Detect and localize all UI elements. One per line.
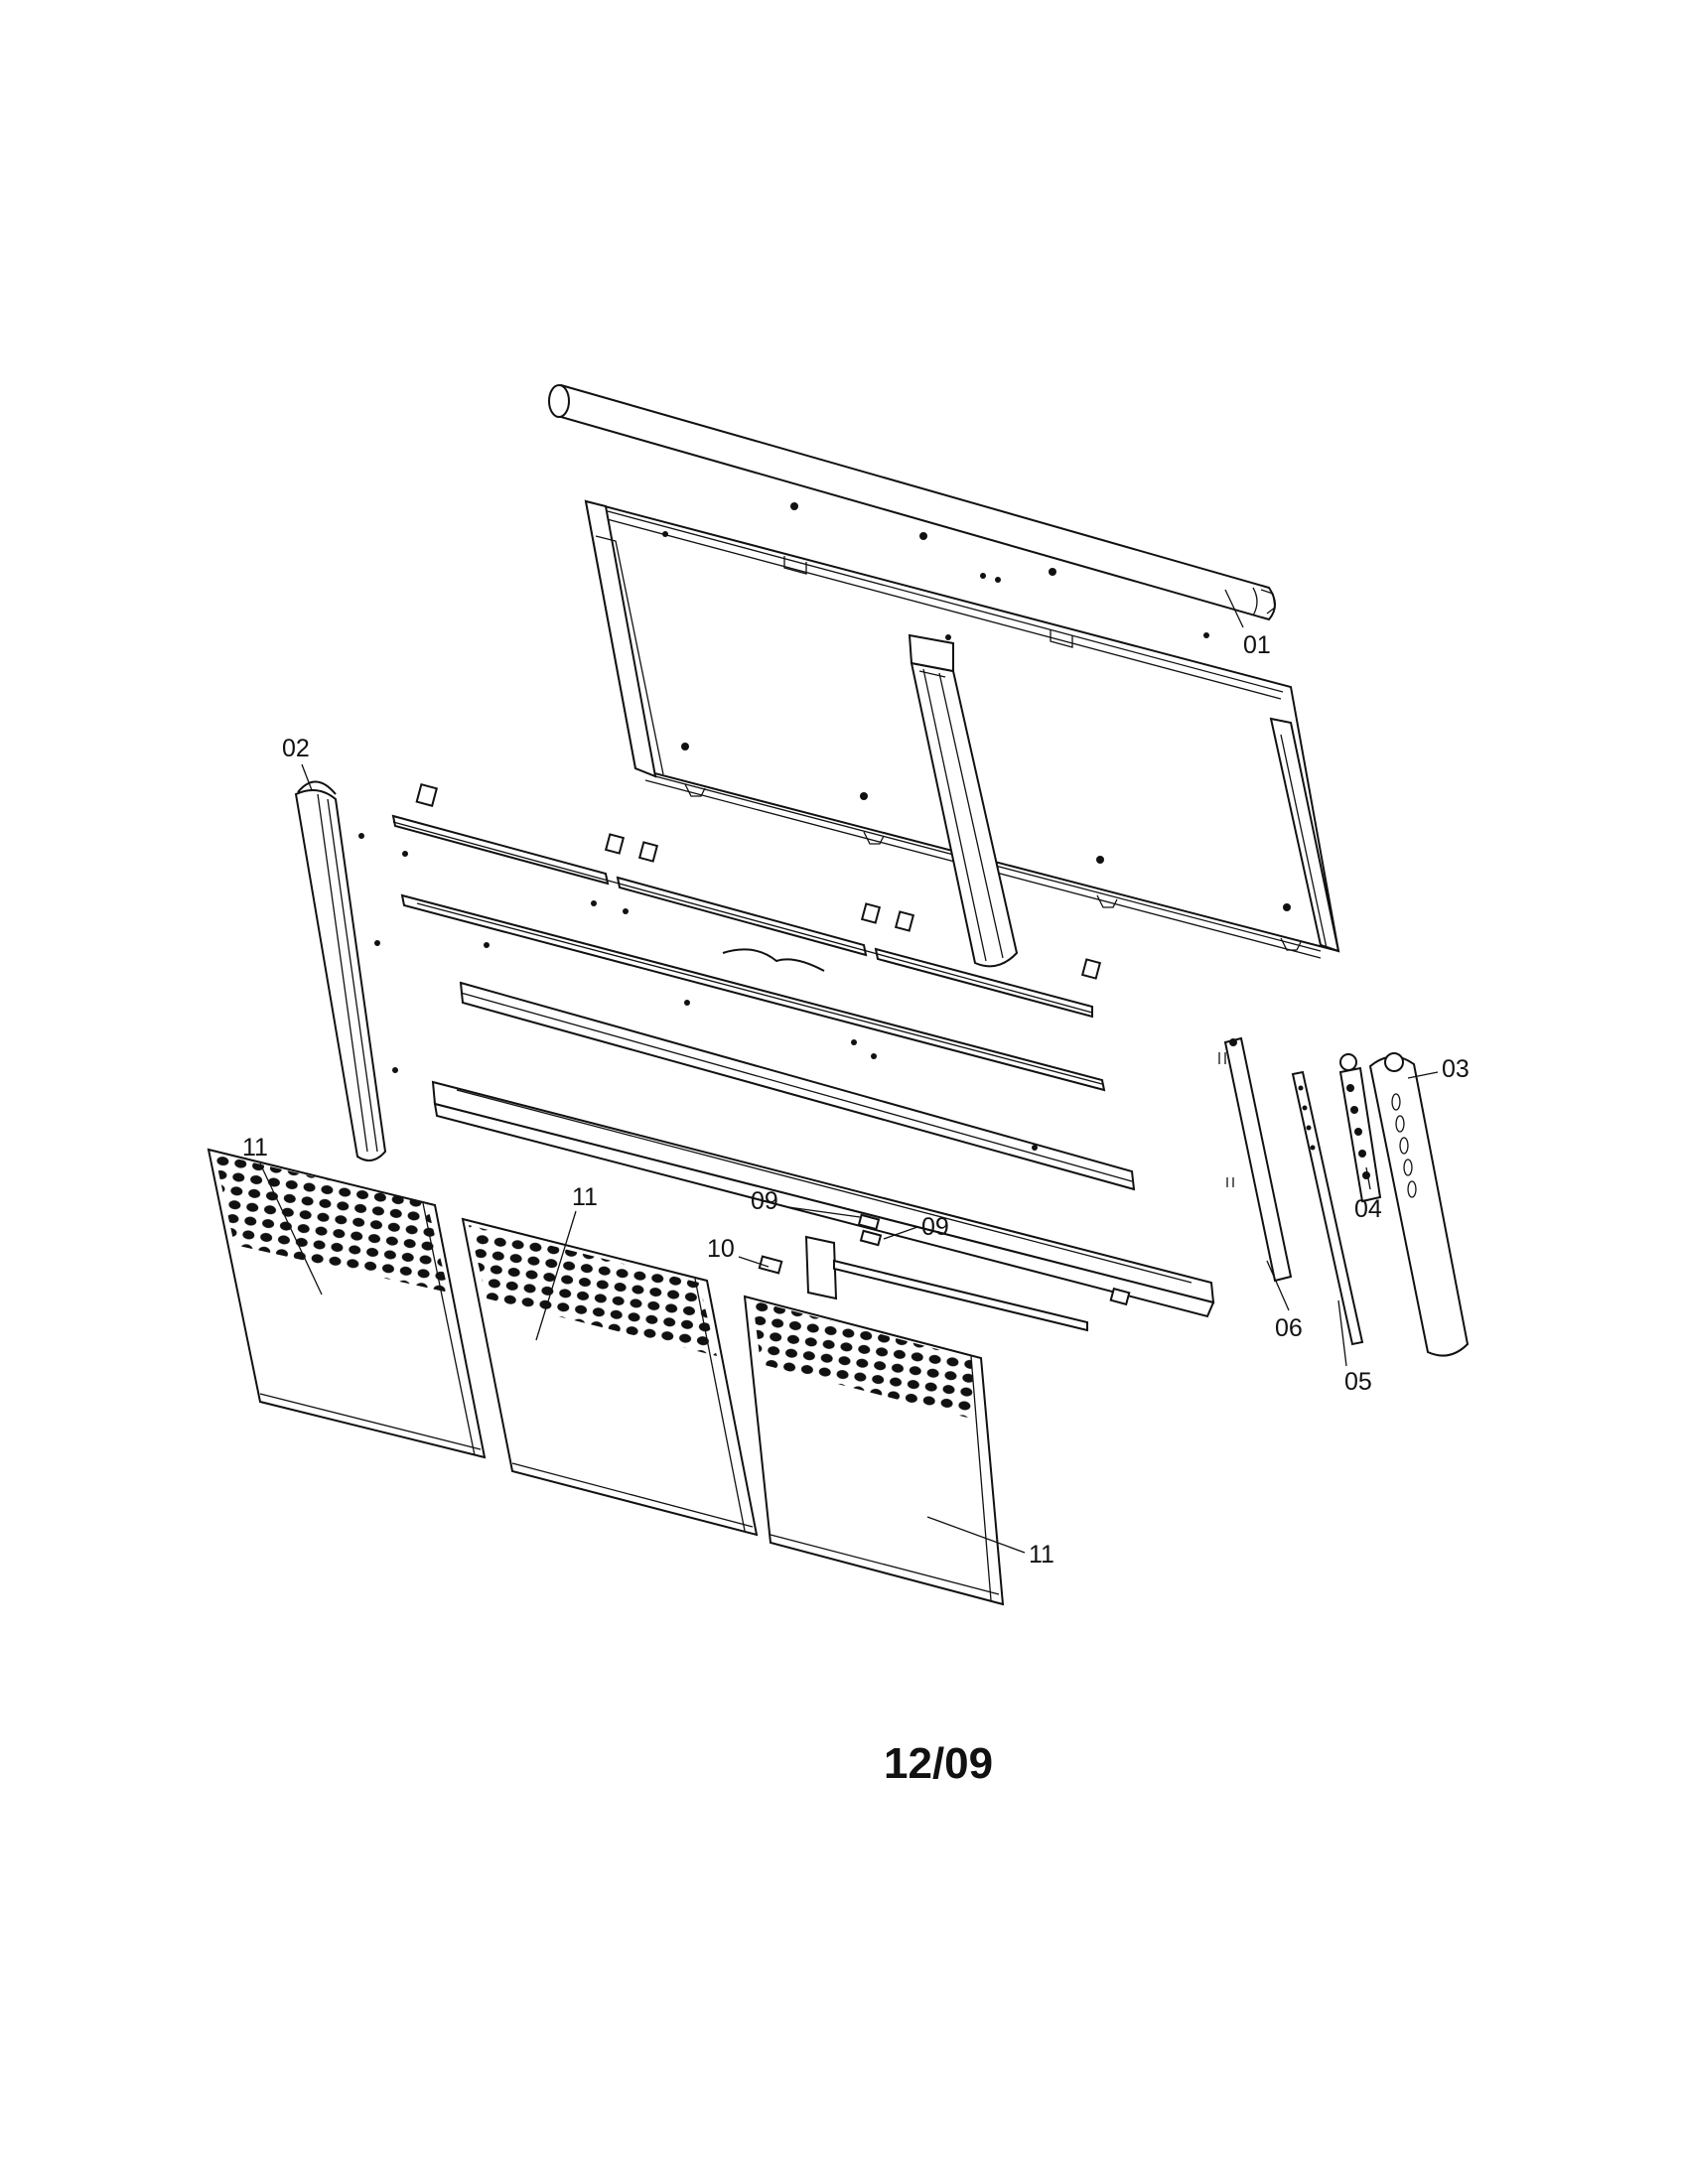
upper-rail [391,814,1093,1019]
leader-lines [259,589,1439,1554]
callout-11-center: 11 [572,1183,598,1211]
small-brackets [415,782,1102,980]
control-board [758,1213,1131,1332]
callout-03: 03 [1442,1055,1470,1083]
part-06-bracket [1218,1036,1293,1283]
center-post [908,633,1019,968]
callout-04: 04 [1354,1195,1382,1223]
part-02-left-end-cap [294,780,398,1161]
callout-01: 01 [1243,631,1271,659]
callout-06: 06 [1275,1314,1303,1342]
callout-11-right: 11 [1029,1541,1054,1569]
part-03-right-end-cap [1368,1052,1470,1357]
part-01-top-tube [548,383,1276,621]
part-05-strip [1291,1070,1364,1346]
callout-02: 02 [282,735,310,762]
callout-10: 10 [707,1235,735,1263]
callout-05: 05 [1344,1368,1372,1396]
front-channel [431,981,1215,1318]
front-grille-right [743,1295,1005,1606]
callout-11-left: 11 [242,1134,268,1161]
part-04-motor-shaft [1338,1053,1382,1203]
callout-09-right: 09 [921,1213,949,1241]
front-grille-left [207,1148,487,1459]
front-grille-center [461,1217,759,1537]
page-label: 12/09 [884,1739,994,1788]
callout-09-left: 09 [751,1187,778,1215]
lower-rail [400,893,1106,1092]
